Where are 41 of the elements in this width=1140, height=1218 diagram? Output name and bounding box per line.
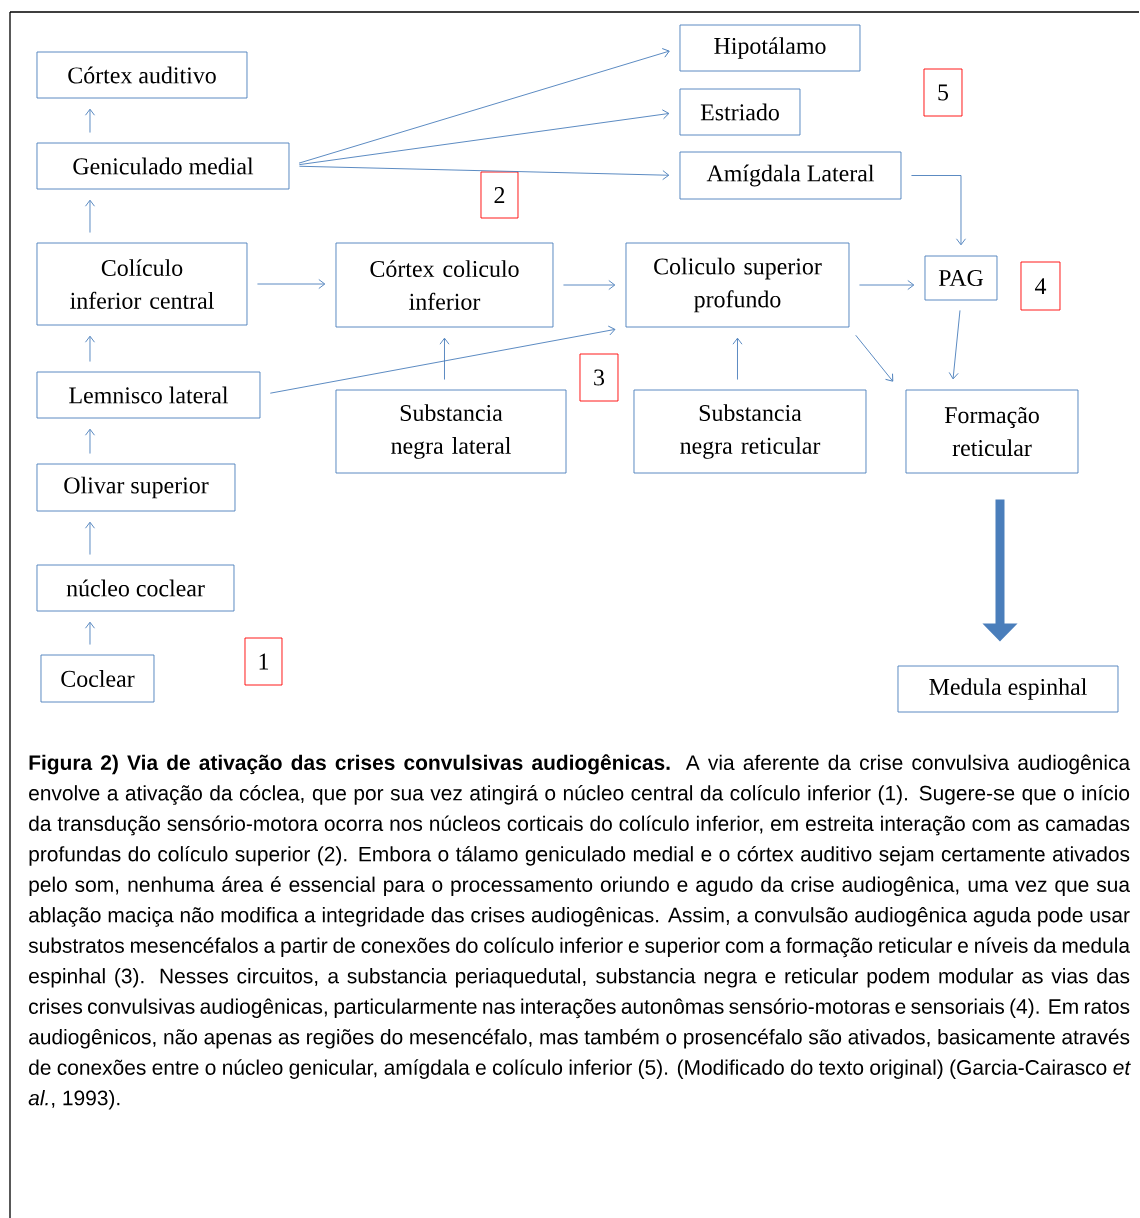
process-box: Estriado (679, 88, 801, 136)
arrow (732, 337, 743, 380)
arrow (563, 280, 616, 290)
process-box: Substancia negra lateral (335, 389, 567, 474)
number-box: 5 (923, 68, 963, 117)
arrow (257, 279, 326, 289)
arrow (855, 334, 894, 382)
process-box: Olivar superior (36, 463, 236, 512)
arrow (911, 175, 966, 246)
arrow (85, 428, 95, 454)
number-box: 2 (480, 171, 519, 219)
process-box: Colículo inferior central (36, 242, 248, 326)
arrow (85, 521, 95, 555)
arrow (299, 165, 670, 181)
arrow (948, 309, 961, 380)
process-box: Lemnisco lateral (36, 371, 261, 419)
arrow (85, 108, 95, 133)
process-box: Substancia negra reticular (633, 389, 867, 474)
number-box: 1 (244, 637, 283, 686)
process-box: Hipotálamo (679, 24, 861, 72)
arrow (439, 337, 450, 380)
process-box: núcleo coclear (36, 564, 235, 612)
arrow (85, 621, 95, 645)
process-box: Formação reticular (905, 389, 1079, 474)
number-box: 4 (1020, 261, 1061, 311)
process-box: PAG (924, 255, 998, 301)
process-box: Córtex auditivo (36, 51, 248, 99)
caption-text: Figura 2) Via de ativação das crises convulsivas audiogênicas. A via aferente da crise convulsiva audiogênica envolve a ativação da cóclea, que por sua vez atingirá o núcleo central da colículo inferior (1). Sugere-se que o início da transdução sensório-motora ocorra nos núcleos corticais do colículo inferior, em estreita interação com as camadas profundas do colículo superior (2). Embora o tálamo geniculado medial e o córtex auditivo sejam certamente ativados pelo som, nenhuma área é essencial para o processamento oriundo e agudo da crise audiogênica, uma vez que sua ablação maciça não modifica a integridade das crises audiogênicas. Assim, a convulsão audiogênica aguda pode usar substratos mesencéfalos a partir de conexões do colículo inferior e superior com a formação reticular e níveis da medula espinhal (3). Nesses circuitos, a substancia periaquedutal, substancia negra e reticular podem modular as vias das crises convulsivas audiogênicas, particularmente nas interações autonômas sensório-motoras e sensoriais (4). Em ratos audiogênicos, não apenas as regiões do mesencéfalo, mas também o prosencéfalo são ativados, basicamente através de conexões entre o núcleo genicular, amígdala e colículo inferior (5). (Modificado do texto original) (Garcia-Cairasco et al., 1993). (28, 754, 1131, 1110)
arrow (859, 280, 915, 290)
arrow (298, 48, 670, 164)
number-box: 3 (579, 353, 619, 402)
process-box: Coliculo superior profundo (625, 242, 850, 328)
process-box: Geniculado medial (36, 142, 290, 190)
arrow (85, 199, 95, 233)
process-box: Amígdala Lateral (679, 151, 902, 200)
arrow (269, 325, 616, 394)
process-box: Coclear (40, 654, 155, 703)
arrow (85, 335, 95, 362)
process-box: Medula espinhal (897, 665, 1119, 713)
process-box: Córtex coliculo inferior (335, 242, 554, 328)
arrow (298, 109, 670, 166)
